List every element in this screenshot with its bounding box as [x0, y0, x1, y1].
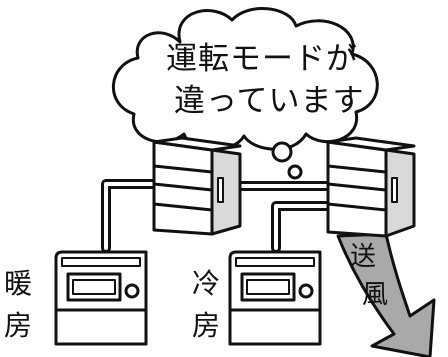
pipe-left-to-remote [101, 179, 159, 253]
remote-right-display-inner [246, 279, 290, 295]
left-mode-label-line2: 房 [4, 309, 33, 342]
indoor-unit-left [152, 136, 242, 236]
remote-controller-right [228, 250, 322, 346]
pipe-right-to-remote-inner [274, 204, 330, 250]
right-mode-label-line1: 冷 [192, 267, 221, 300]
indoor-unit-left-indicator [217, 177, 224, 203]
indoor-unit-right-side [384, 148, 416, 238]
remote-right-top-band [235, 257, 315, 267]
bubble-text-line1: 運転モードが [166, 41, 358, 77]
indoor-unit-right [326, 136, 416, 238]
indoor-unit-left-panel-line [153, 164, 213, 174]
indoor-unit-left-panel-line [153, 182, 213, 192]
indoor-unit-right-panel-line [327, 164, 387, 174]
airflow-label-line2: 風 [362, 280, 389, 310]
indoor-unit-right-top [326, 136, 416, 152]
remote-left-display-inner [72, 279, 116, 295]
remote-controller-left [54, 250, 148, 346]
thought-bubble-cloud [111, 7, 379, 151]
left-mode-label-line1: 暖 [4, 267, 33, 300]
remote-left-top-band [61, 257, 141, 267]
thought-bubble [111, 7, 379, 180]
pipe-left-to-remote-inner [104, 182, 156, 250]
bubble-text-line2: 違っています [174, 83, 365, 119]
airflow-arrow [336, 232, 436, 357]
remote-left-button [124, 283, 140, 299]
indoor-unit-right-panel-line [327, 182, 387, 192]
thought-bubble-tail-small [287, 164, 303, 180]
refrigerant-pipes [101, 179, 333, 253]
remote-right-button [298, 283, 314, 299]
right-mode-label-line2: 房 [192, 309, 221, 342]
indoor-unit-left-panel-line [153, 202, 213, 212]
pipe-right-to-remote [271, 201, 333, 253]
indoor-unit-right-panel-line [327, 202, 387, 212]
indoor-unit-right-indicator [391, 177, 398, 203]
airflow-label-line1: 送 [350, 242, 377, 272]
thought-bubble-tail-large [271, 141, 293, 163]
indoor-unit-left-top [152, 136, 242, 152]
indoor-unit-left-side [210, 148, 242, 236]
